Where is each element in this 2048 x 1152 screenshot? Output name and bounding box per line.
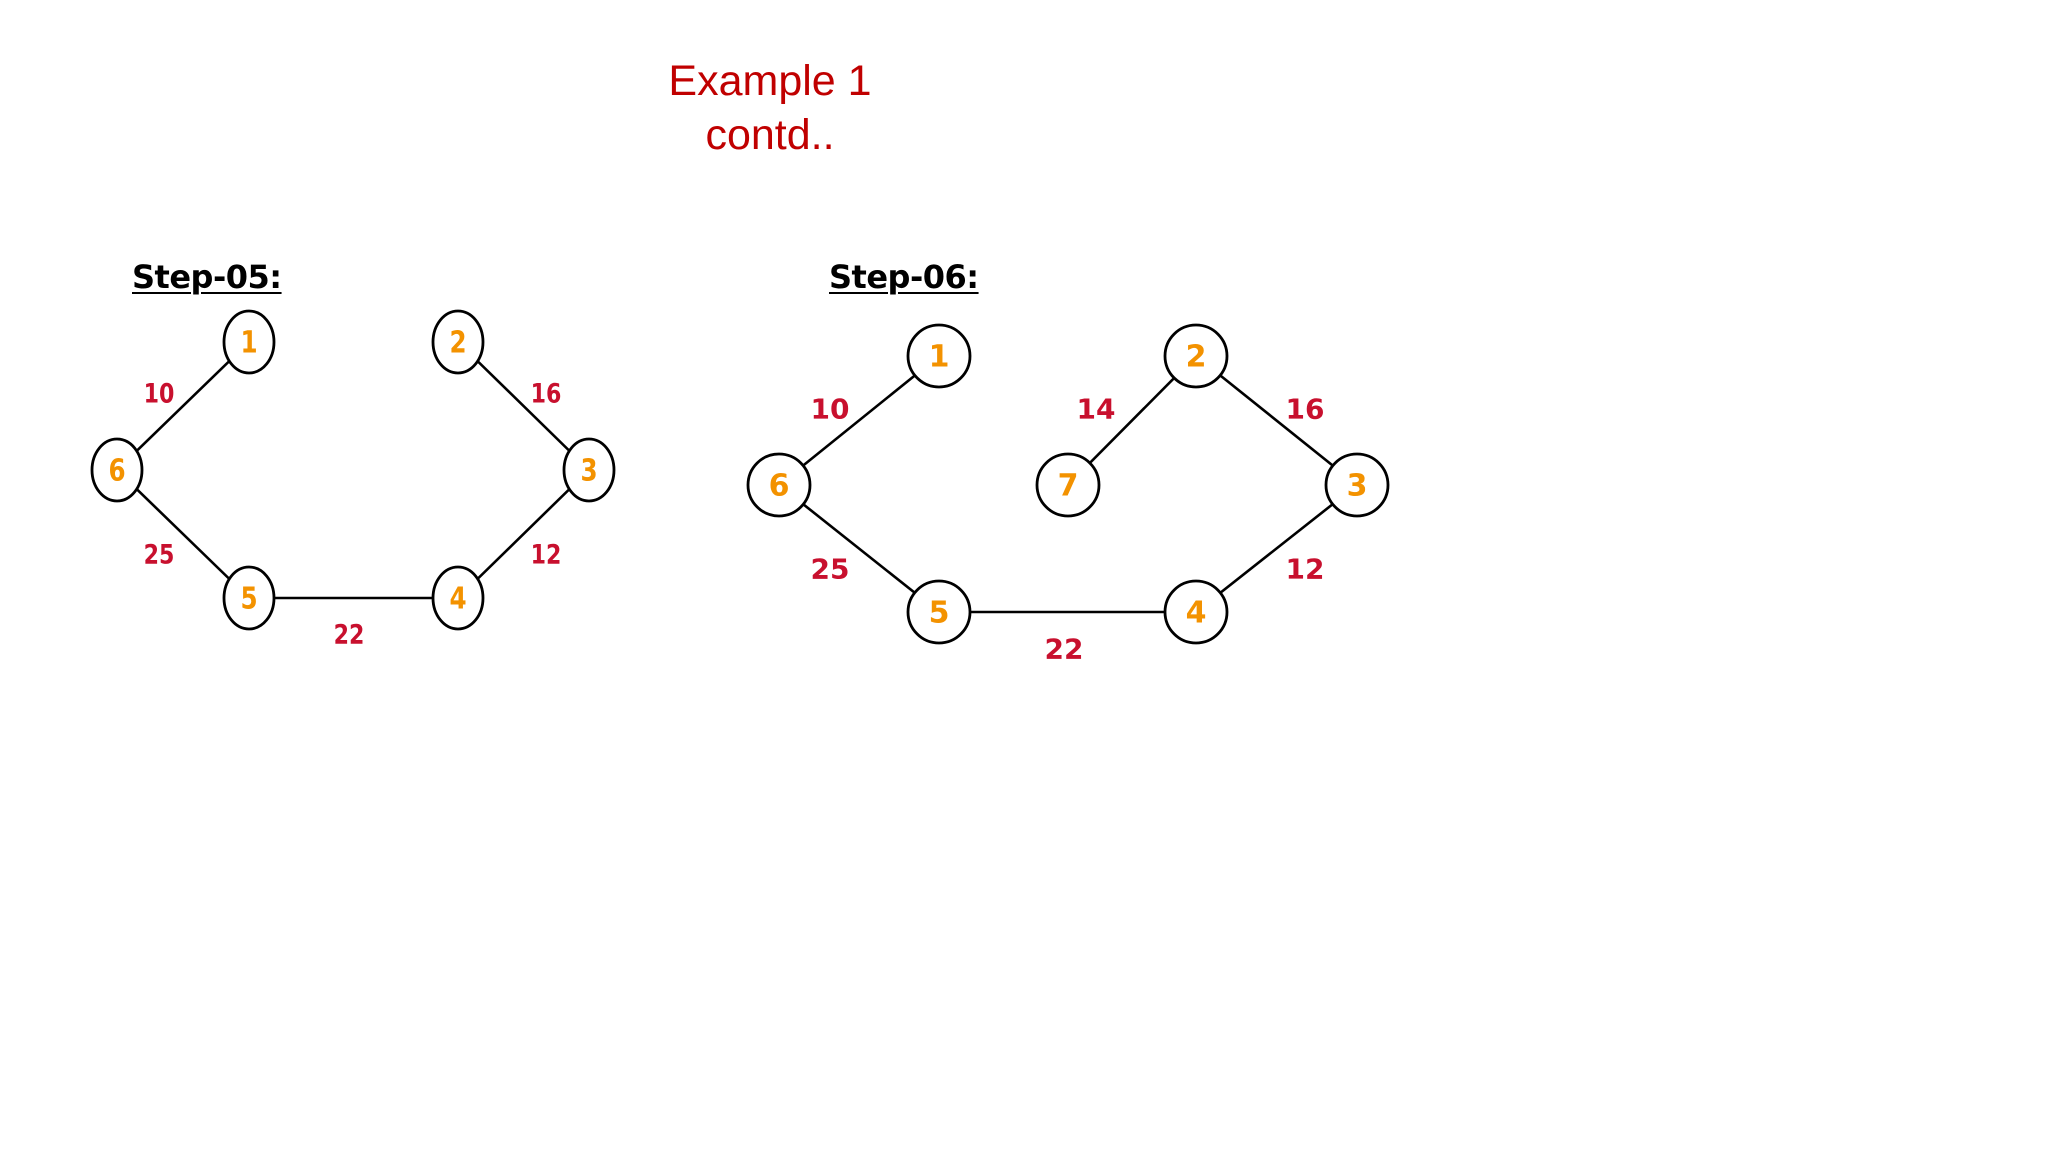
node-5: 5 (906, 579, 972, 645)
edge-2-3 (457, 341, 590, 471)
node-4: 4 (431, 565, 485, 631)
edge-3-4 (1195, 483, 1358, 614)
node-circle-1 (222, 309, 276, 375)
node-3: 3 (1324, 452, 1390, 518)
node-5: 5 (222, 565, 276, 631)
node-label-2: 2 (449, 326, 466, 360)
edge-6-5 (778, 483, 940, 614)
edge-1-6 (778, 354, 940, 487)
slide-title: Example 1 contd.. (560, 54, 980, 162)
edge-weight-6-5: 25 (811, 553, 850, 586)
node-circle-4 (1163, 579, 1229, 645)
node-label-2: 2 (1186, 340, 1207, 375)
node-circle-4 (431, 565, 485, 631)
node-label-4: 4 (449, 582, 466, 616)
node-circle-6 (90, 437, 144, 503)
node-label-6: 6 (108, 454, 125, 488)
node-6: 6 (746, 452, 812, 518)
edge-weight-3-4: 12 (1286, 553, 1325, 586)
node-7: 7 (1035, 452, 1101, 518)
node-label-4: 4 (1186, 596, 1207, 631)
node-circle-3 (1324, 452, 1390, 518)
node-1: 1 (906, 323, 972, 389)
node-circle-2 (431, 309, 485, 375)
node-label-1: 1 (929, 340, 950, 375)
edge-weight-2-7: 14 (1077, 393, 1116, 426)
edge-6-5 (116, 469, 250, 599)
node-6: 6 (90, 437, 144, 503)
node-4: 4 (1163, 579, 1229, 645)
node-circle-3 (562, 437, 616, 503)
node-circle-1 (906, 323, 972, 389)
node-circle-5 (222, 565, 276, 631)
node-circle-2 (1163, 323, 1229, 389)
node-label-3: 3 (580, 454, 597, 488)
step-05-label: Step-05: (132, 258, 282, 296)
node-label-3: 3 (1347, 469, 1368, 504)
edge-weight-2-3: 16 (531, 377, 562, 409)
node-2: 2 (431, 309, 485, 375)
node-label-5: 5 (929, 596, 950, 631)
edge-1-6 (116, 341, 250, 471)
title-line-1: Example 1 (668, 57, 872, 105)
edge-3-4 (457, 469, 590, 599)
node-1: 1 (222, 309, 276, 375)
edge-weight-6-5: 25 (144, 538, 175, 570)
edge-weight-3-4: 12 (531, 538, 562, 570)
node-label-1: 1 (240, 326, 257, 360)
node-label-6: 6 (769, 469, 790, 504)
edge-weight-2-3: 16 (1286, 393, 1325, 426)
edge-weight-1-6: 10 (811, 393, 850, 426)
node-circle-6 (746, 452, 812, 518)
edge-weight-1-6: 10 (144, 377, 175, 409)
edge-weight-5-4: 22 (334, 618, 365, 650)
node-2: 2 (1163, 323, 1229, 389)
node-label-5: 5 (240, 582, 257, 616)
edge-weight-5-4: 22 (1045, 633, 1084, 666)
step-06-label: Step-06: (829, 258, 979, 296)
node-label-7: 7 (1058, 469, 1079, 504)
node-circle-7 (1035, 452, 1101, 518)
node-3: 3 (562, 437, 616, 503)
title-line-2: contd.. (705, 111, 835, 159)
node-circle-5 (906, 579, 972, 645)
edge-2-3 (1195, 354, 1358, 487)
